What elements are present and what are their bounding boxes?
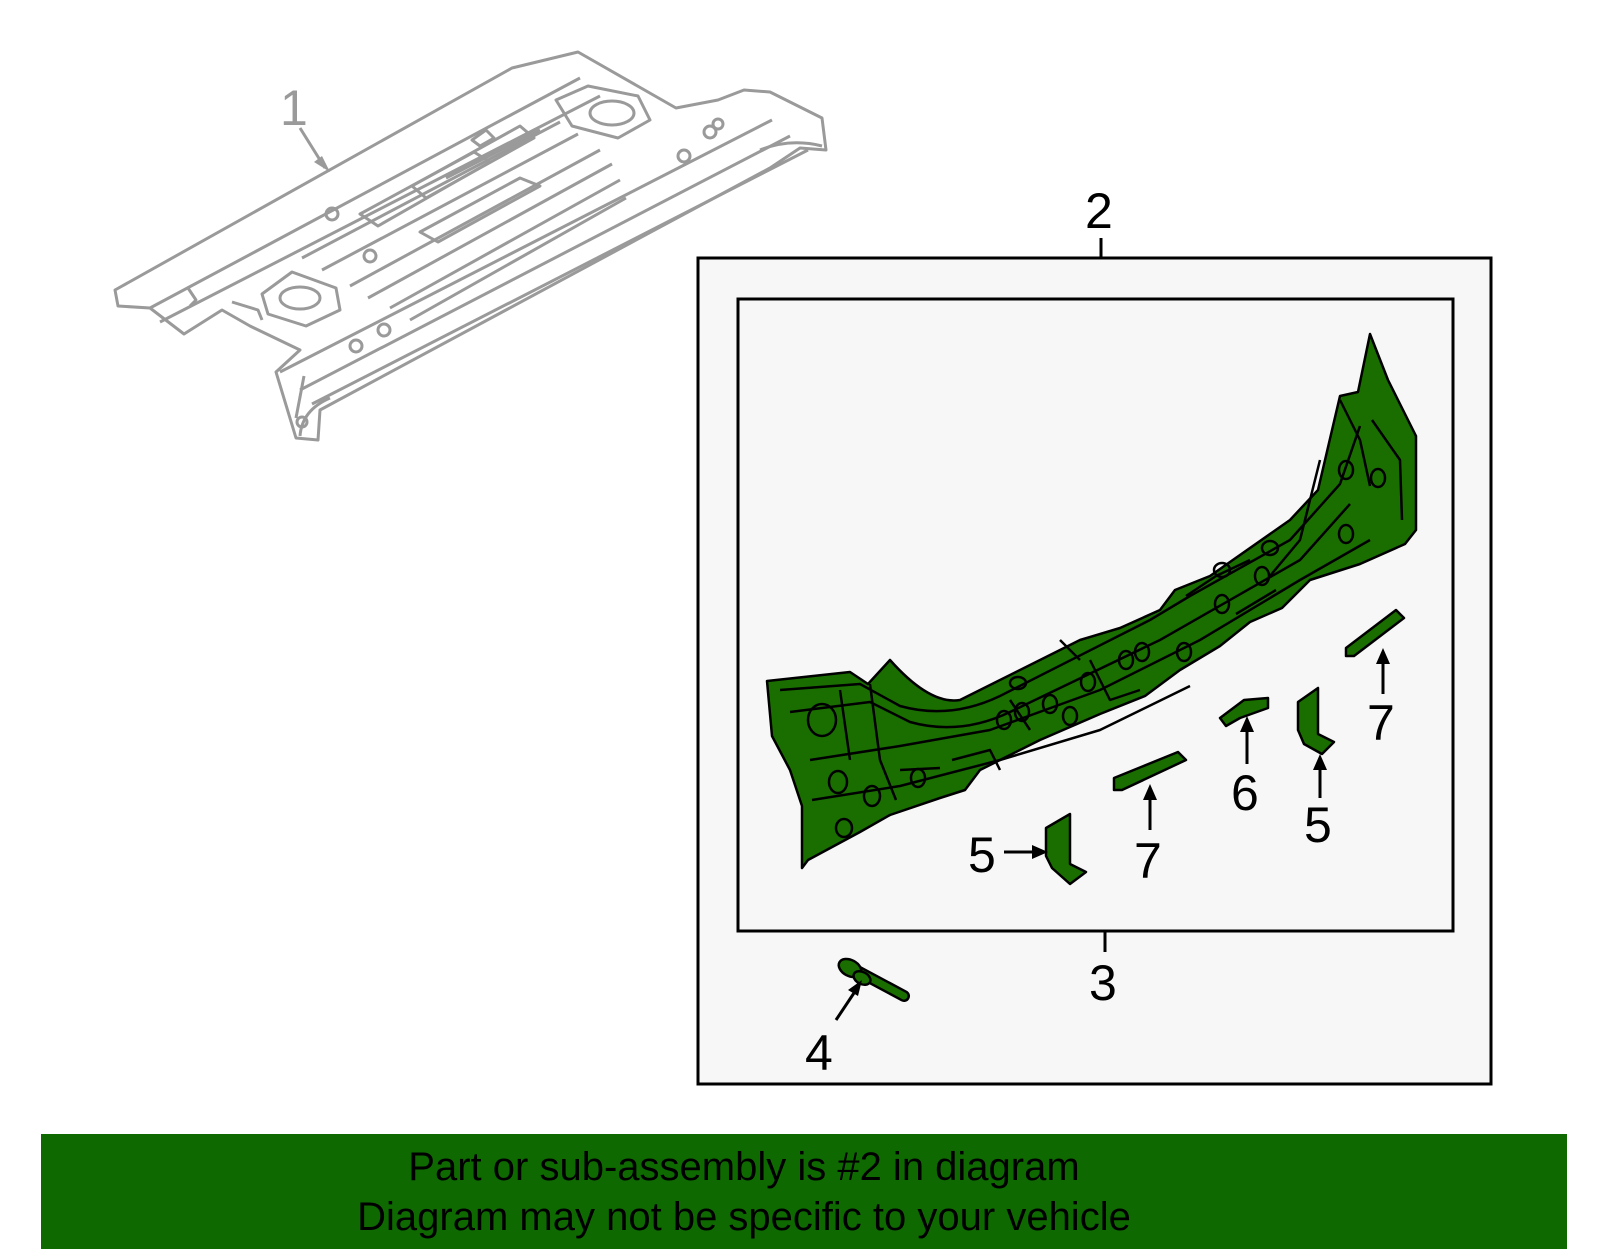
- callout-4-leader: [834, 989, 858, 1021]
- callout-1: 1: [280, 80, 308, 136]
- callout-6-arrowhead: [1240, 716, 1254, 732]
- callout-7b-arrowhead: [1376, 648, 1390, 664]
- callout-5a-arrowhead: [1032, 845, 1048, 859]
- bracket-7-middle-icon: [1112, 750, 1188, 792]
- footer-banner: Part or sub-assembly is #2 in diagram Di…: [41, 1134, 1567, 1249]
- callout-4-arrowhead: [848, 980, 862, 996]
- bracket-7-right-icon: [1344, 608, 1406, 658]
- rear-body-panel-icon: [765, 332, 1418, 870]
- callout-5b-arrowhead: [1313, 754, 1327, 770]
- bracket-5-left-icon: [1044, 812, 1088, 886]
- callout-4: 4: [805, 1025, 833, 1081]
- footer-line-1: Part or sub-assembly is #2 in diagram: [408, 1144, 1080, 1189]
- callout-1-arrowhead: [314, 156, 330, 172]
- callout-7a: 7: [1134, 833, 1162, 889]
- rear-floor-panel-icon: [113, 50, 828, 442]
- callout-7a-arrowhead: [1143, 784, 1157, 800]
- callout-3: 3: [1089, 955, 1117, 1011]
- callout-2: 2: [1085, 183, 1113, 239]
- callout-5b: 5: [1304, 797, 1332, 853]
- bracket-6-icon: [1218, 696, 1270, 728]
- callout-7b: 7: [1367, 695, 1395, 751]
- footer-line-2: Diagram may not be specific to your vehi…: [357, 1194, 1131, 1239]
- bracket-5-right-icon: [1296, 686, 1336, 756]
- callout-6: 6: [1231, 765, 1259, 821]
- callout-5a: 5: [968, 827, 996, 883]
